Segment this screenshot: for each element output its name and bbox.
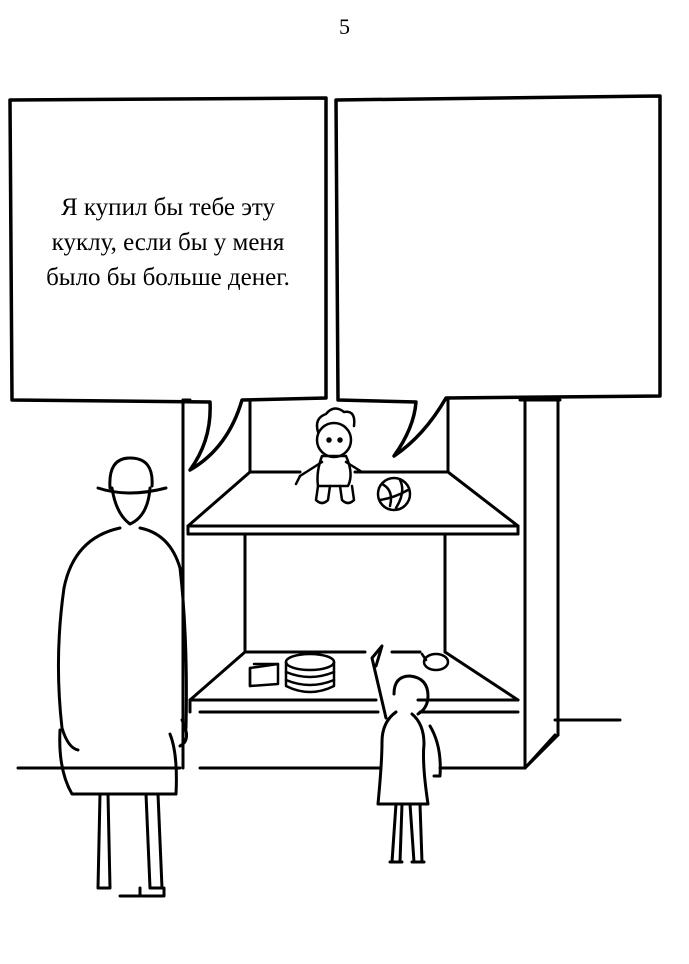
upper-shelf <box>186 398 520 536</box>
speech-line: было бы больше денег. <box>46 264 290 291</box>
ball-toy <box>376 476 412 512</box>
speech-bubble-left <box>8 96 328 472</box>
child-figure <box>370 644 442 864</box>
lower-shelf <box>188 532 520 714</box>
speech-bubble-left-text: Я купил бы тебе эту куклу, если бы у мен… <box>14 190 322 295</box>
speech-bubble-right <box>334 94 662 458</box>
speech-line: куклу, если бы у меня <box>51 229 285 256</box>
ground-line <box>16 718 622 770</box>
speech-line: Я купил бы тебе эту <box>60 194 276 221</box>
page-number: 5 <box>339 14 350 39</box>
cake-stack-item <box>284 652 336 694</box>
box-item <box>248 662 280 688</box>
man-figure <box>56 456 188 898</box>
doll-toy <box>294 407 364 505</box>
small-dish-item <box>420 652 450 672</box>
